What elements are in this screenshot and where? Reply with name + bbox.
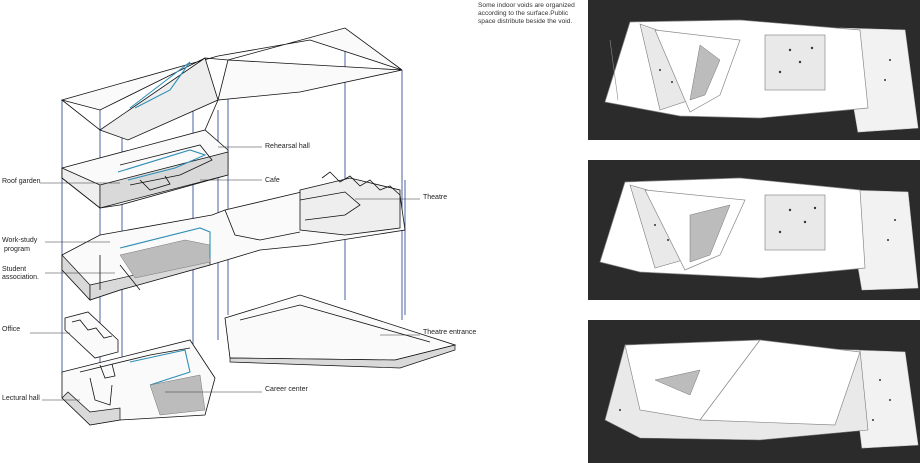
label-work-study-line1: Work-study [2, 237, 38, 244]
model-photo-1 [588, 0, 920, 140]
label-rehearsal-hall: Rehearsal hall [265, 143, 310, 150]
theatre-entrance-slab [224, 294, 457, 369]
label-roof-garden: Roof garden [2, 178, 41, 185]
model-photo-2 [588, 160, 920, 300]
office-block [64, 311, 119, 359]
diagram-labels: Rehearsal hall Roof garden Cafe Theatre … [2, 143, 476, 402]
label-office: Office [2, 326, 20, 333]
label-theatre: Theatre [423, 194, 447, 201]
label-student-association-line2: association. [2, 274, 39, 281]
note-line-1: Some indoor voids are organized [478, 2, 575, 9]
axonometric-diagram: Rehearsal hall Roof garden Cafe Theatre … [2, 27, 476, 426]
ground-floor-layer [61, 339, 216, 426]
label-theatre-entrance: Theatre entrance [423, 329, 476, 336]
label-cafe: Cafe [265, 177, 280, 184]
description-note: Some indoor voids are organized accordin… [478, 2, 575, 25]
label-work-study-line2: program [2, 246, 30, 253]
note-line-2: according to the surface.Public [478, 10, 569, 17]
upper-floor-layer [61, 99, 229, 209]
note-line-3: space distribute beside the void. [478, 18, 572, 25]
model-photo-3 [588, 320, 920, 463]
main-floor-layer [61, 171, 406, 301]
label-career-center: Career center [265, 386, 308, 393]
leader-lines [30, 146, 420, 401]
label-lectural-hall: Lectural hall [2, 395, 40, 402]
roof-layer [60, 27, 403, 141]
label-student-association-line1: Student [2, 266, 26, 273]
